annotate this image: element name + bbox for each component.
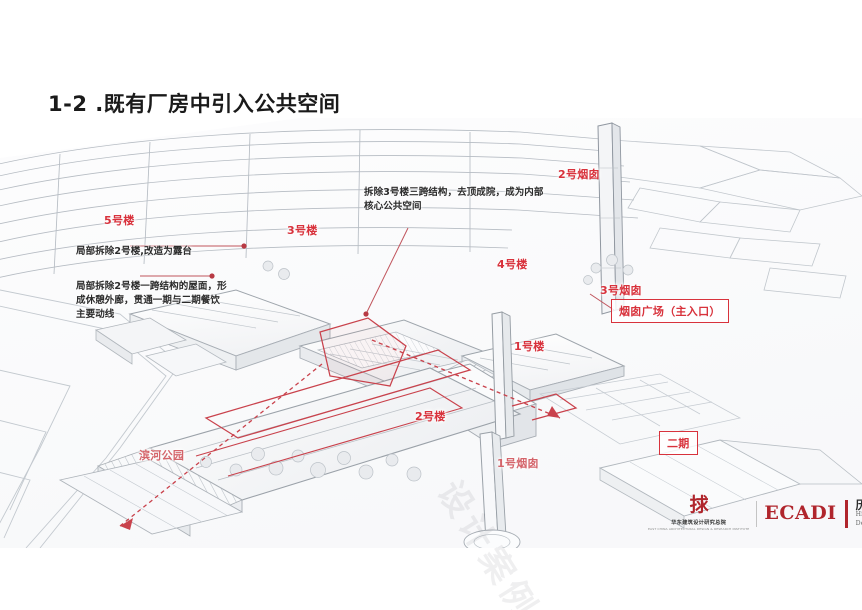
- intervention-outlines: [195, 317, 578, 477]
- background-right-blocks: [611, 139, 862, 299]
- institute-name-cn: 历史建筑保护设计院: [855, 497, 862, 512]
- logo-institute: 历史建筑保护设计院 Historical Building Conservati…: [856, 499, 862, 528]
- leader-dots: [209, 243, 369, 317]
- institute-name-en-line1: Historical Building Conservation: [855, 511, 862, 519]
- institute-name-en-line2: Design & Research Institute: [855, 519, 862, 527]
- background-curved-blocks: [0, 129, 639, 278]
- site-axonometric-svg: [0, 118, 862, 548]
- label-riverside-park: 滨河公园: [139, 449, 185, 462]
- landscape-trees: [200, 254, 634, 482]
- annotation-corridor: 局部拆除2号楼一跨结构的屋面，形成休憩外廊，贯通一期与二期餐饮主要动线: [76, 281, 227, 320]
- ecadi-glyph-icon: 捄: [689, 494, 709, 516]
- chimney-3: [491, 311, 515, 441]
- logo-company-en: EAST CHINA ARCHITECTURAL DESIGN & RESEAR…: [648, 527, 750, 531]
- axonometric-drawing: [0, 118, 862, 548]
- label-building-4: 4号楼: [497, 258, 528, 271]
- logo-ecadi-text: ECADI: [764, 502, 837, 524]
- label-building-2: 2号楼: [415, 410, 446, 423]
- annotation-demolish-building-3: 拆除3号楼三跨结构，去顶成院，成为内部核心公共空间: [364, 187, 544, 212]
- plaza-paving: [538, 373, 742, 445]
- logo-divider: [756, 500, 758, 527]
- ecadi-logo: 捄 华东建筑设计研究总院 EAST CHINA ARCHITECTURAL DE…: [648, 496, 862, 531]
- circulation-arrowheads: [120, 406, 560, 530]
- label-chimney-2: 2号烟囱: [558, 168, 600, 181]
- label-building-3: 3号楼: [287, 224, 318, 237]
- annotation-terrace: 局部拆除2号楼,改造为露台: [76, 246, 193, 257]
- building-5: [94, 289, 332, 377]
- label-phase-two: 二期: [659, 431, 698, 455]
- label-building-1: 1号楼: [514, 340, 545, 353]
- label-chimney-plaza: 烟囱广场（主入口）: [611, 299, 729, 323]
- chimney-1: [463, 431, 521, 548]
- leader-lines: [130, 227, 615, 315]
- circulation-arrows: [119, 339, 561, 527]
- label-building-5: 5号楼: [104, 214, 135, 227]
- logo-accent-bar: [844, 499, 848, 528]
- building-2: [58, 367, 522, 537]
- logo-company-cn: 华东建筑设计研究总院: [671, 520, 727, 526]
- logo-mark: 捄 华东建筑设计研究总院 EAST CHINA ARCHITECTURAL DE…: [648, 496, 749, 531]
- phase-two-block: [598, 439, 862, 529]
- label-chimney-3: 3号烟囱: [600, 284, 642, 297]
- label-chimney-1: 1号烟囱: [497, 457, 539, 470]
- page-title: 1-2 .既有厂房中引入公共空间: [48, 92, 341, 116]
